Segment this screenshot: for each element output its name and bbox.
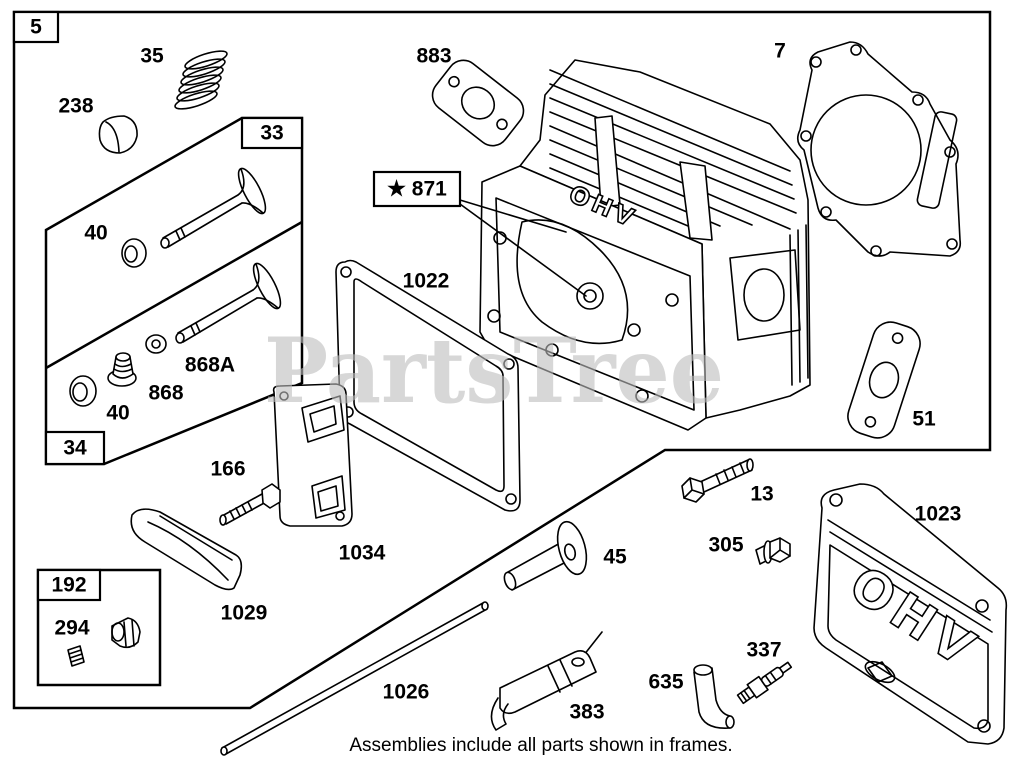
callout-868a: 868A	[185, 354, 235, 377]
kit-871-leader-lines	[459, 199, 587, 297]
bolt-13	[681, 458, 754, 503]
rocker-cover-gasket-1022	[335, 259, 521, 512]
valve-cap-238	[98, 115, 138, 154]
kit-871-label-box	[372, 170, 462, 208]
callout-45: 45	[603, 546, 627, 569]
watermark: PartsTree	[264, 318, 724, 424]
exhaust-valve	[175, 262, 282, 344]
callout-238: 238	[58, 95, 93, 118]
valve-seal-868	[107, 352, 137, 387]
intake-gasket-883	[431, 59, 525, 147]
callout-305: 305	[708, 534, 743, 557]
cylinder-head-gasket-7	[796, 41, 962, 257]
callout-383: 383	[569, 701, 604, 724]
callout-1026: 1026	[383, 681, 430, 704]
callout-294: 294	[54, 617, 89, 640]
frame-5-label: 5	[30, 16, 42, 39]
callout-635: 635	[648, 671, 683, 694]
breather-tube-bracket-1029	[130, 508, 243, 591]
frame-5-label-box	[12, 10, 60, 44]
frame-5-outline	[12, 10, 992, 710]
breather-fitting-294	[67, 617, 141, 667]
spark-plug-337	[736, 661, 793, 705]
frame-34-label-box	[44, 430, 106, 466]
frame-33-label: 33	[260, 122, 283, 145]
push-rod-1026	[220, 601, 489, 756]
frame-34-label: 34	[63, 437, 87, 460]
callout-1022: 1022	[403, 270, 450, 293]
frame-192-label: 192	[51, 574, 86, 597]
callout-337: 337	[746, 639, 781, 662]
callout-1034: 1034	[339, 542, 386, 565]
callout-883: 883	[416, 45, 451, 68]
breather-tube-45	[503, 520, 588, 591]
valve-retainer-upper-40	[121, 238, 147, 268]
screw-305	[755, 537, 791, 565]
callout-7: 7	[774, 40, 786, 63]
rocker-cover-1023: OHV	[813, 483, 1008, 745]
cylinder-head: OHV	[479, 59, 811, 431]
callout-35: 35	[140, 45, 164, 68]
frame-33-34-divider	[45, 220, 303, 370]
kit-871-label: ★ 871	[387, 178, 447, 201]
intake-valve	[160, 167, 267, 249]
frame-192-label-box	[36, 568, 102, 602]
valve-retainer-lower-40	[69, 375, 97, 407]
callout-51: 51	[912, 408, 936, 431]
callout-13: 13	[750, 483, 773, 506]
callout-40-upper: 40	[84, 222, 107, 245]
breather-plate-1034	[272, 383, 353, 527]
tool-383	[490, 631, 603, 731]
callout-1023: 1023	[915, 503, 962, 526]
callout-166: 166	[210, 458, 245, 481]
washer-868a	[145, 334, 167, 354]
callout-40-lower: 40	[106, 402, 129, 425]
screw-166	[219, 483, 281, 526]
frame-33-label-box	[240, 116, 304, 150]
exhaust-gasket-51	[847, 321, 921, 439]
callout-868: 868	[148, 382, 183, 405]
primer-elbow-635	[693, 664, 735, 729]
callout-1029: 1029	[221, 602, 268, 625]
valve-spring-35	[174, 50, 228, 110]
diagram-caption: Assemblies include all parts shown in fr…	[349, 735, 732, 756]
